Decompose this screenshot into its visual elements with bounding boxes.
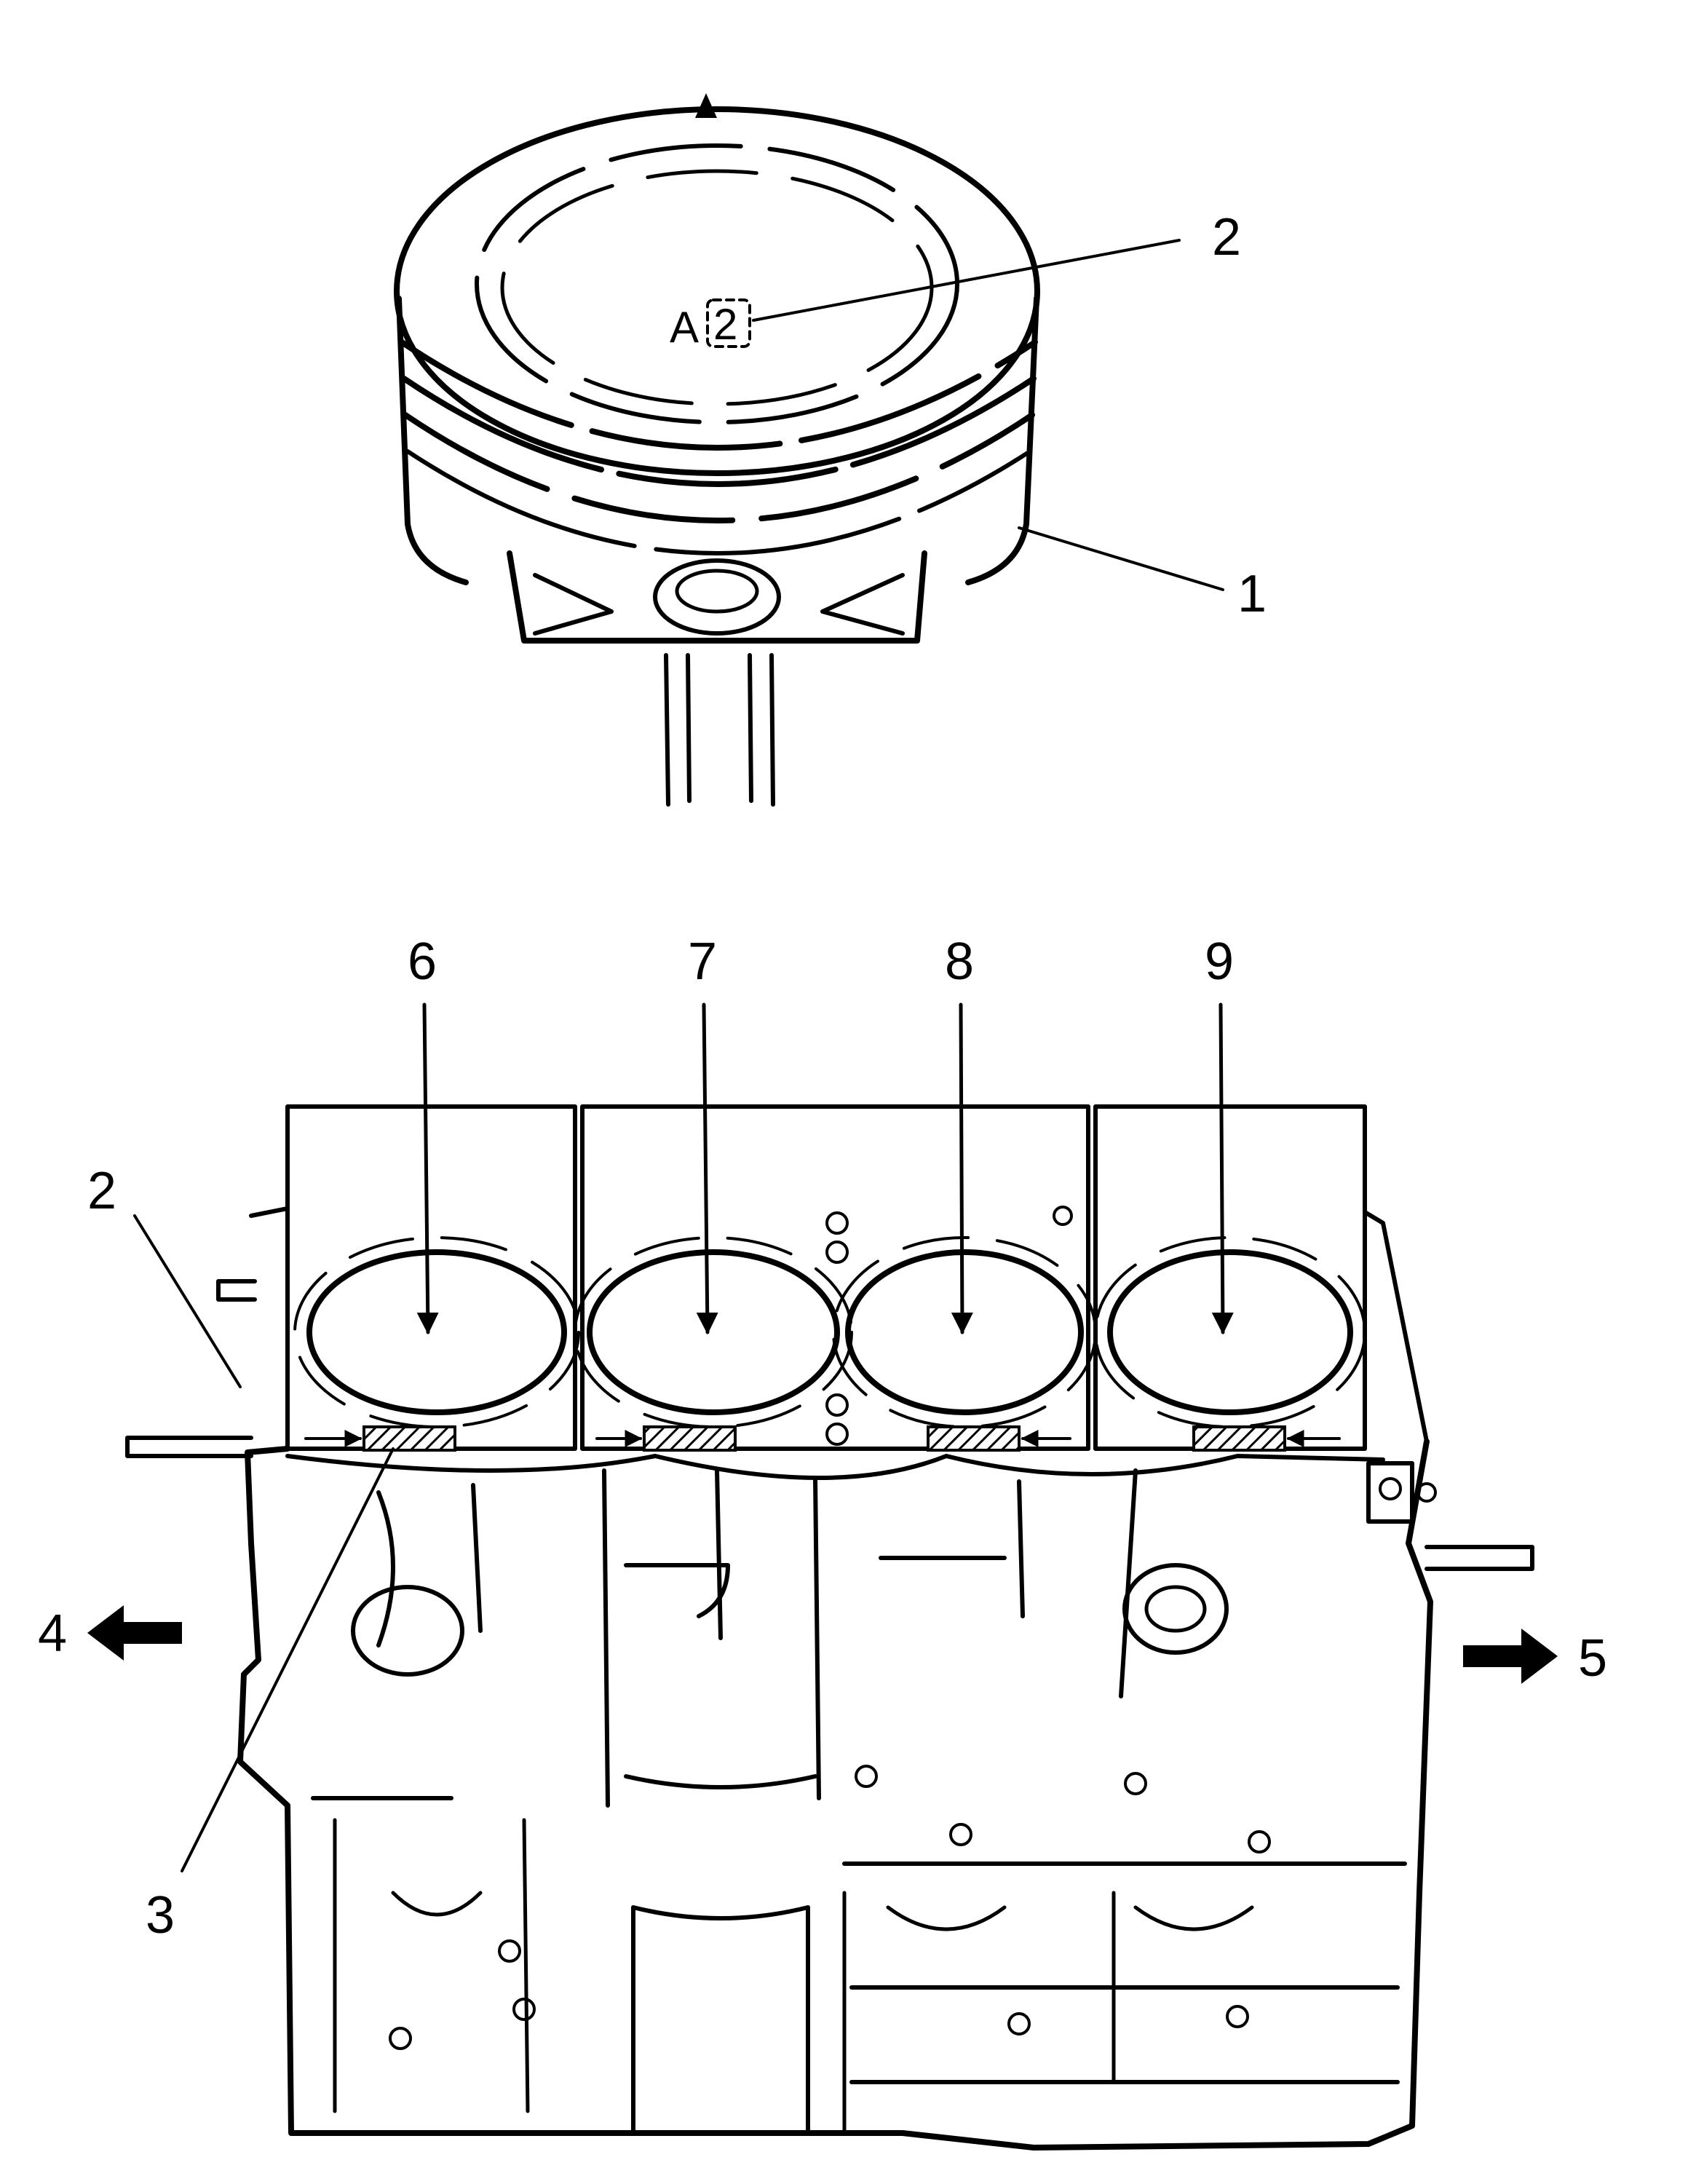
cylinder-block: 6 7 8 9 2 3 4 5	[38, 933, 1607, 2151]
callout-bore-7: 7	[688, 933, 717, 991]
arrow-bore-7	[696, 1002, 718, 1334]
callout-block-3: 3	[146, 1886, 175, 1944]
callout-bore-9: 9	[1205, 933, 1234, 991]
measure-point-2	[643, 1425, 737, 1452]
arrow-bore-8	[951, 1002, 973, 1334]
callout-bore-6: 6	[408, 933, 437, 991]
callout-bore-8: 8	[945, 933, 974, 991]
piston: A 2 2 1	[394, 93, 1267, 807]
measure-point-4	[1192, 1425, 1286, 1452]
measure-point-1	[362, 1425, 456, 1452]
cylinder-bore-4	[1107, 1249, 1353, 1415]
cylinder-bore-1	[306, 1249, 567, 1415]
callout-block-4: 4	[38, 1605, 67, 1663]
cylinder-bore-2	[587, 1249, 840, 1415]
cylinder-bore-3	[845, 1249, 1084, 1415]
callout-piston-1: 1	[1237, 565, 1267, 623]
callout-piston-2: 2	[1212, 208, 1241, 266]
arrow-right-icon	[1463, 1629, 1558, 1684]
callout-block-5: 5	[1578, 1629, 1607, 1688]
arrow-left-icon	[87, 1605, 182, 1661]
arrow-bore-9	[1211, 1002, 1234, 1334]
arrow-bore-6	[416, 1002, 439, 1334]
callout-block-2: 2	[87, 1162, 116, 1220]
piston-grade-number: 2	[713, 300, 737, 349]
piston-grade-letter: A	[670, 303, 699, 352]
measure-point-3	[927, 1425, 1021, 1452]
piston-front-mark-icon	[695, 93, 717, 118]
